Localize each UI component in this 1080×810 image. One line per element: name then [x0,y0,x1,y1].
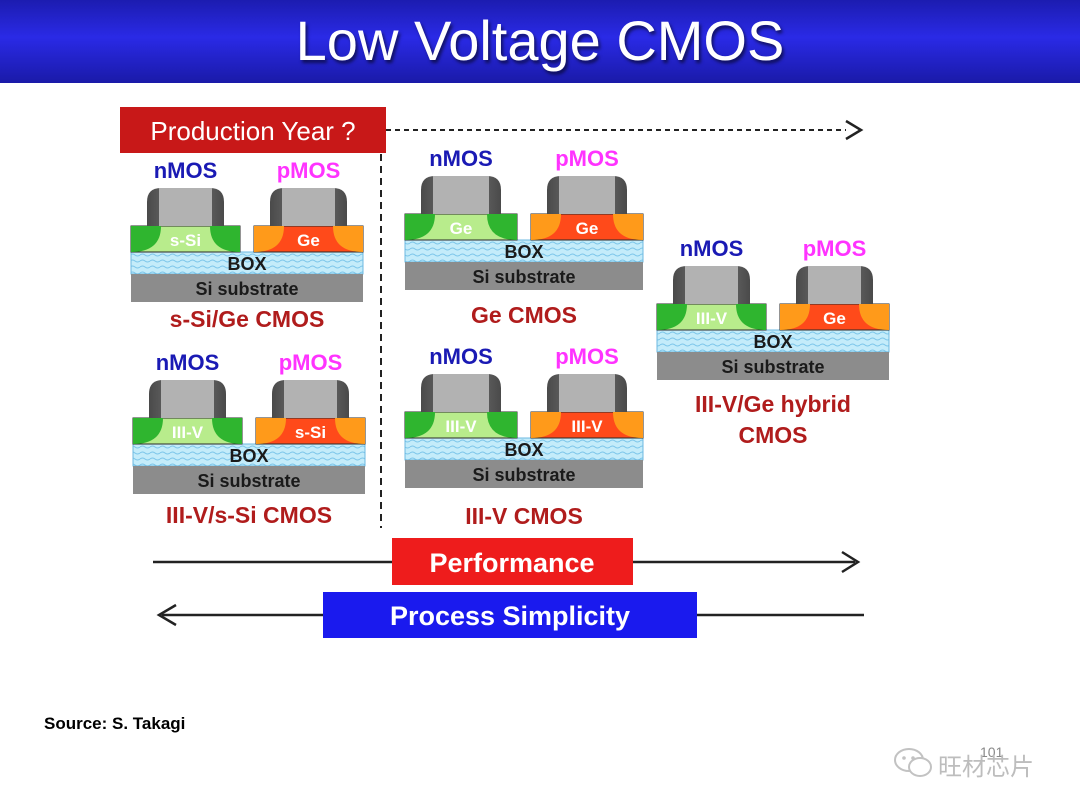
device-caption: III-V/s-Si CMOS [166,502,332,528]
box-label: BOX [504,440,543,460]
production-banner-label: Production Year ? [150,116,355,146]
device-caption: s-Si/Ge CMOS [170,306,325,332]
nmos-gate [159,188,212,226]
simplicity-arrow: Process Simplicity [156,592,864,638]
simplicity-arrowhead [156,603,177,627]
pmos-drain-region [613,214,643,240]
pmos-label: pMOS [555,344,619,369]
pmos-gate [808,266,861,304]
nmos-label: nMOS [429,146,493,171]
nmos-label: nMOS [154,158,218,183]
nmos-drain-region [487,214,517,240]
pmos-label: pMOS [555,146,619,171]
nmos-gate [685,266,738,304]
title-bar: Low Voltage CMOS [0,0,1080,83]
pmos-drain-region [335,418,365,444]
nmos-source-region [657,304,687,330]
substrate-layer [405,460,643,488]
production-year-banner: Production Year ? [120,107,386,153]
nmos-label: nMOS [680,236,744,261]
nmos-gate [161,380,214,418]
watermark: 旺材芯片 [892,745,1052,781]
pmos-gate [559,176,615,214]
pmos-gate [284,380,337,418]
performance-arrow: Performance [153,538,861,585]
simplicity-label: Process Simplicity [390,601,630,631]
nmos-source-region [405,214,435,240]
device-caption: III-V CMOS [465,503,583,529]
nmos-drain-region [212,418,242,444]
substrate-label: Si substrate [472,465,575,485]
nmos-source-region [405,412,435,438]
nmos-gate [433,176,489,214]
production-banner-box [120,107,386,153]
pmos-channel-label: III-V [571,417,603,436]
performance-arrowhead [841,550,861,574]
nmos-source-region [131,226,161,252]
pmos-source-region [531,412,561,438]
box-label: BOX [504,242,543,262]
substrate-layer [133,466,365,494]
box-label: BOX [753,332,792,352]
substrate-label: Si substrate [195,279,298,299]
pmos-source-region [780,304,810,330]
box-label: BOX [229,446,268,466]
nmos-channel-label: III-V [445,417,477,436]
device-caption: III-V/Ge hybrid [695,391,851,417]
wechat-icon [894,748,932,777]
nmos-label: nMOS [429,344,493,369]
pmos-source-region [256,418,286,444]
device-caption: CMOS [739,422,808,448]
substrate-layer [657,352,889,380]
box-label: BOX [227,254,266,274]
pmos-channel-label: Ge [297,231,320,250]
device-1: nMOS pMOS BOX Si substrate s-Si Ge s-Si/Ge CMO… [130,158,364,332]
substrate-layer [131,274,363,302]
nmos-drain-region [210,226,240,252]
performance-box [392,538,633,585]
device-3: nMOS pMOS BOX Si substrate Ge Ge Ge CMOS [404,146,644,328]
nmos-channel-label: s-Si [170,231,201,250]
nmos-channel-label: III-V [696,309,728,328]
pmos-source-region [531,214,561,240]
pmos-drain-region [859,304,889,330]
substrate-label: Si substrate [721,357,824,377]
production-timeline-arrowhead [845,119,864,141]
slide-number: 101 [980,744,1004,760]
nmos-label: nMOS [156,350,220,375]
nmos-source-region [133,418,163,444]
pmos-drain-region [613,412,643,438]
pmos-channel-label: s-Si [295,423,326,442]
pmos-gate [282,188,335,226]
slide-title: Low Voltage CMOS [295,9,785,72]
pmos-drain-region [333,226,363,252]
nmos-gate [433,374,489,412]
substrate-label: Si substrate [472,267,575,287]
pmos-channel-label: Ge [823,309,846,328]
pmos-label: pMOS [277,158,341,183]
pmos-source-region [254,226,284,252]
substrate-layer [405,262,643,290]
pmos-channel-label: Ge [576,219,599,238]
pmos-gate [559,374,615,412]
nmos-drain-region [736,304,766,330]
pmos-label: pMOS [803,236,867,261]
nmos-channel-label: Ge [450,219,473,238]
device-4: nMOS pMOS BOX Si substrate III-V III-V III-V C… [404,344,644,529]
device-2: nMOS pMOS BOX Si substrate III-V s-SiIII-V/s-… [132,350,366,528]
substrate-label: Si substrate [197,471,300,491]
simplicity-box [323,592,697,638]
watermark-text: 旺材芯片 [938,753,1034,781]
pmos-label: pMOS [279,350,343,375]
device-caption: Ge CMOS [471,302,577,328]
performance-label: Performance [429,548,594,578]
nmos-drain-region [487,412,517,438]
source-citation: Source: S. Takagi [44,714,186,733]
nmos-channel-label: III-V [172,423,204,442]
